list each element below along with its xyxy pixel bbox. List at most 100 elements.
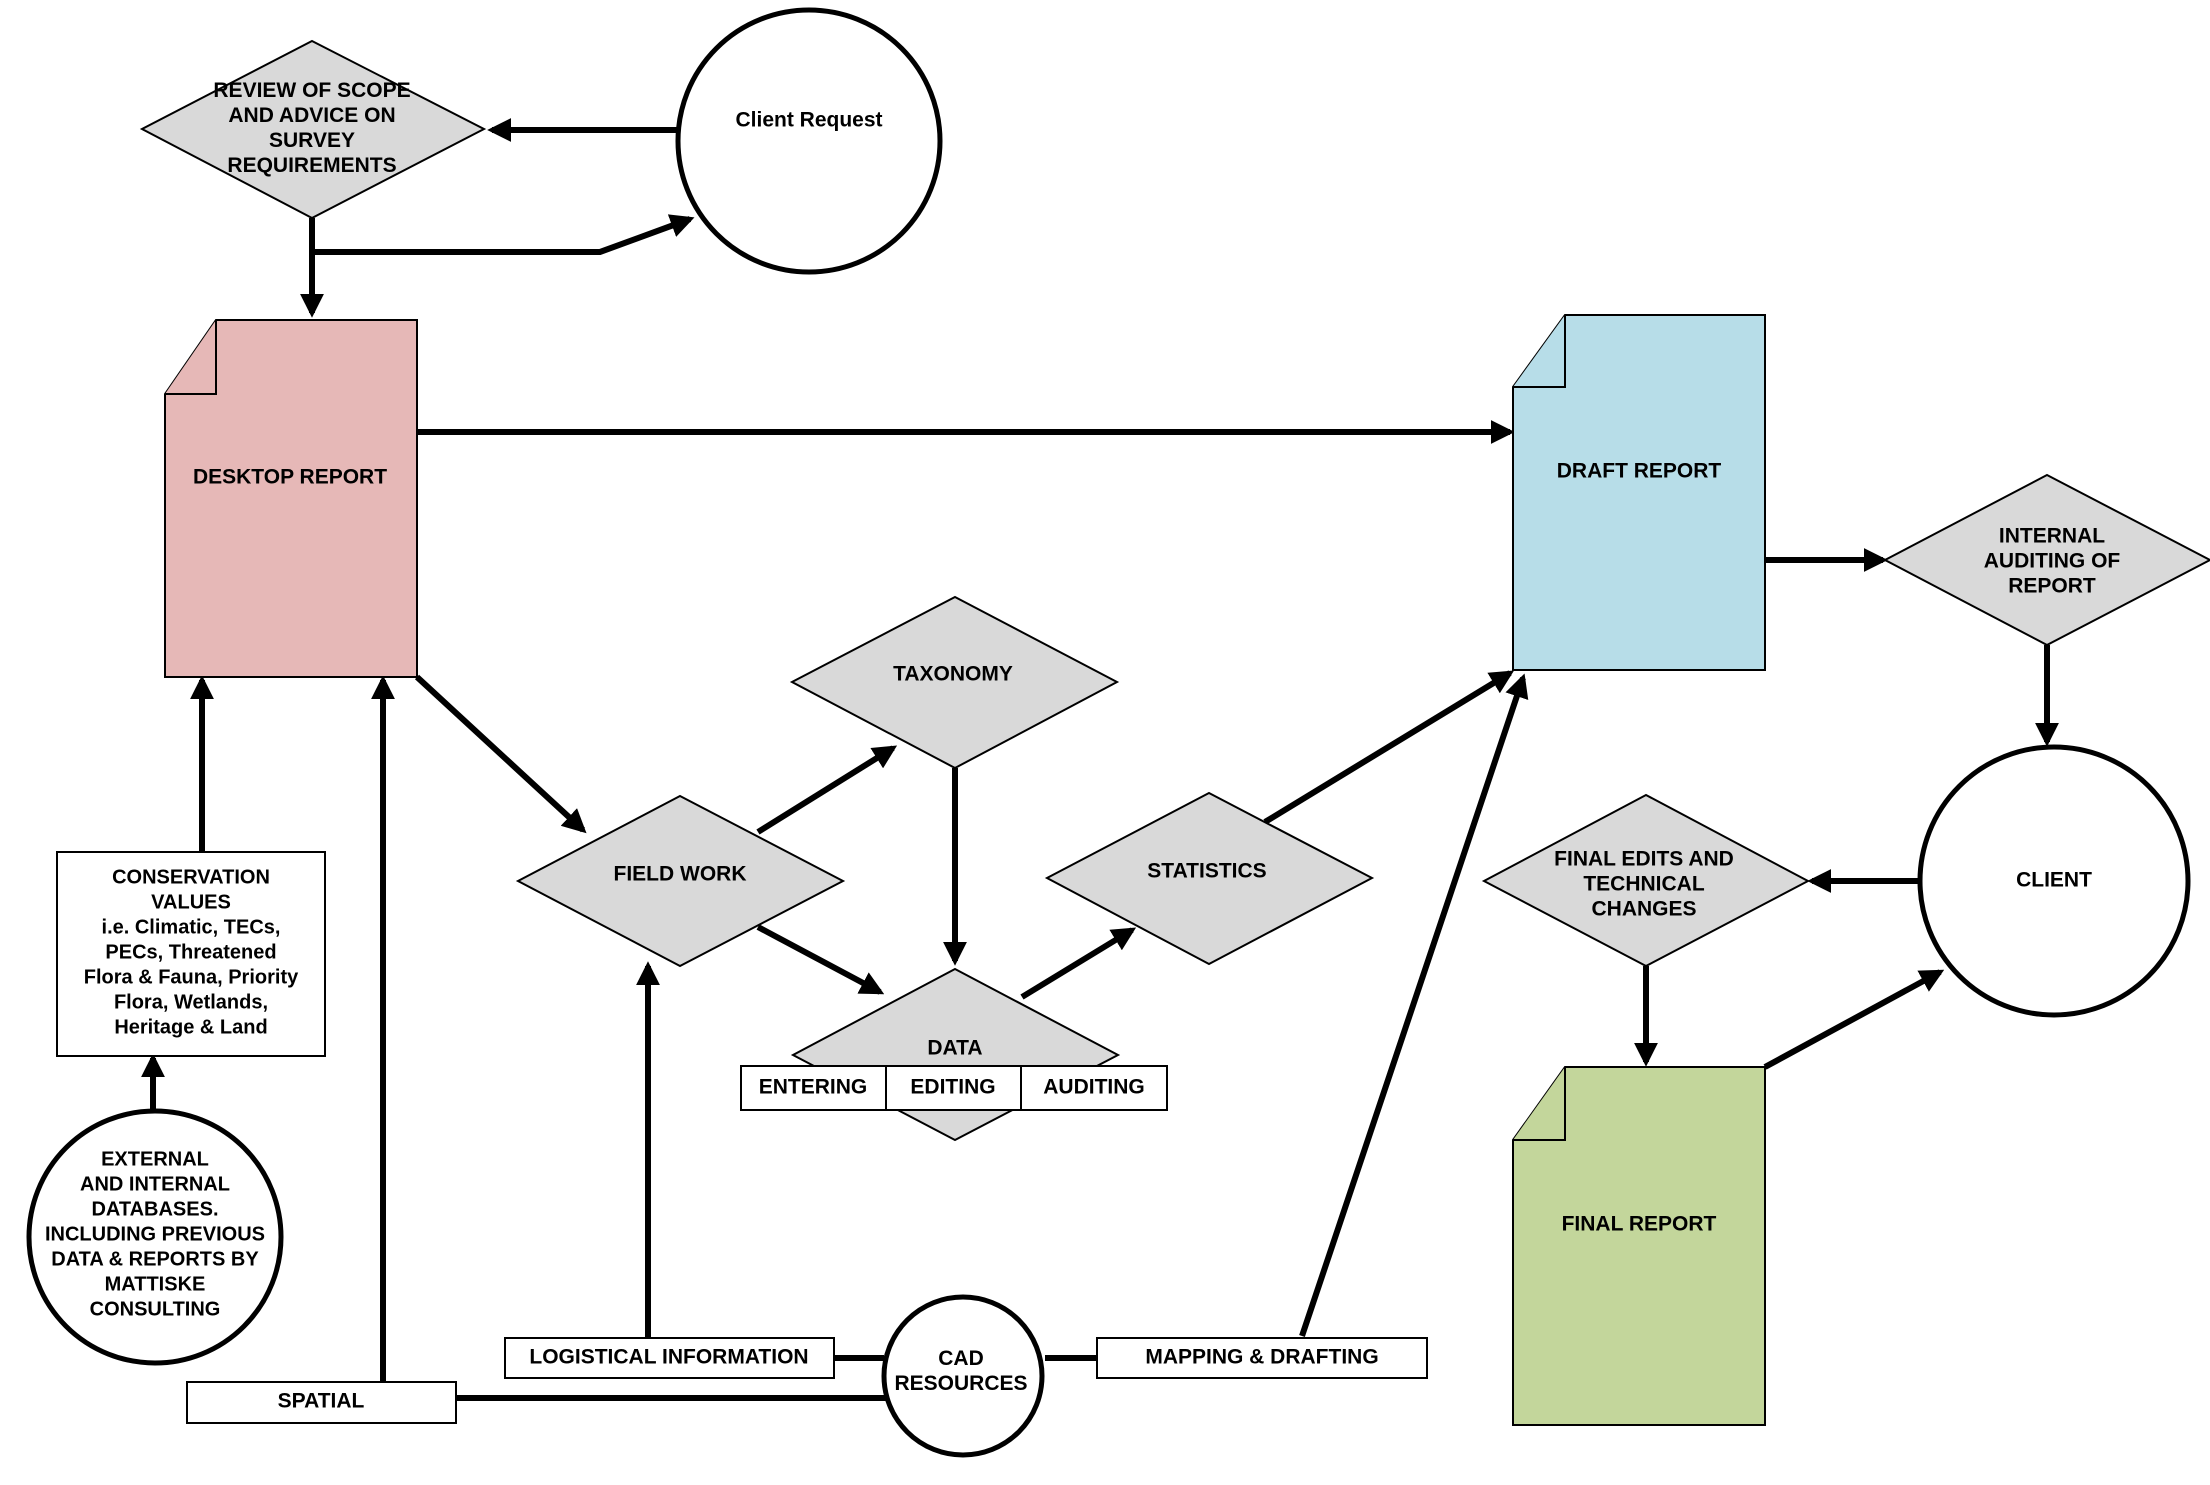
statistics-node: STATISTICS — [1044, 791, 1375, 966]
label-line: TECHNICAL — [1583, 873, 1704, 896]
final-report-node: FINAL REPORT — [1512, 1066, 1766, 1426]
label-line: EDITING — [910, 1076, 995, 1099]
arrow-mapping-to-draft-report — [1299, 673, 1529, 1337]
client-circle — [1917, 744, 2191, 1018]
label-line: STATISTICS — [1147, 860, 1266, 883]
final-edits-diamond — [1481, 793, 1811, 968]
label-line: SURVEY — [269, 129, 355, 152]
final-report-fold-icon — [1513, 1067, 1566, 1141]
data-editing-label: EDITING — [910, 1076, 995, 1099]
spatial-label: SPATIAL — [278, 1390, 365, 1413]
conservation-values-node: CONSERVATION VALUES i.e. Climatic, TECs, PE… — [56, 851, 326, 1057]
mapping-drafting-node: MAPPING & DRAFTING — [1096, 1337, 1428, 1379]
label-line: AND INTERNAL — [80, 1173, 230, 1195]
conservation-values-label: CONSERVATION VALUES i.e. Climatic, TECs, PE… — [84, 866, 299, 1038]
label-line: i.e. Climatic, TECs, — [102, 916, 281, 938]
desktop-report-node: DESKTOP REPORT — [164, 319, 418, 678]
mapping-drafting-label: MAPPING & DRAFTING — [1145, 1346, 1378, 1369]
label-line: AND ADVICE ON — [228, 104, 395, 127]
label-line: REPORT — [2008, 575, 2096, 598]
data-entering-box — [740, 1065, 887, 1111]
statistics-diamond — [1044, 791, 1375, 966]
draft-report-label: DRAFT REPORT — [1557, 460, 1722, 483]
label-line: PECs, Threatened — [105, 941, 276, 963]
draft-report-document — [1512, 314, 1766, 671]
draft-report-fold-icon — [1513, 315, 1566, 388]
conservation-values-box — [56, 851, 326, 1057]
taxonomy-label: TAXONOMY — [893, 663, 1013, 686]
arrow-field-work-to-taxonomy — [756, 745, 898, 835]
label-line: DATA & REPORTS BY — [51, 1248, 259, 1270]
label-line: VALUES — [151, 891, 231, 913]
desktop-report-label: DESKTOP REPORT — [193, 466, 387, 489]
label-line: TAXONOMY — [893, 663, 1013, 686]
field-work-label: FIELD WORK — [614, 863, 747, 886]
data-editing-box — [885, 1065, 1022, 1111]
label-line: FINAL EDITS AND — [1554, 848, 1734, 871]
label-line: RESOURCES — [894, 1372, 1027, 1395]
field-work-diamond — [515, 794, 846, 968]
final-report-document — [1512, 1066, 1766, 1426]
arrow-data-to-statistics — [1020, 927, 1137, 1000]
cad-resources-circle — [881, 1294, 1045, 1458]
data-auditing-label: AUDITING — [1043, 1076, 1145, 1099]
label-line: DESKTOP REPORT — [193, 466, 387, 489]
label-line: AUDITING OF — [1984, 550, 2121, 573]
label-line: INCLUDING PREVIOUS — [45, 1223, 265, 1245]
label-line: MATTISKE — [105, 1273, 206, 1295]
label-line: DATA — [927, 1037, 982, 1060]
logistical-information-box — [504, 1337, 835, 1379]
logistical-information-label: LOGISTICAL INFORMATION — [529, 1346, 808, 1369]
logistical-information-node: LOGISTICAL INFORMATION — [504, 1337, 835, 1379]
label-line: INTERNAL — [1999, 525, 2105, 548]
client-request-circle — [675, 7, 943, 275]
databases-circle — [26, 1108, 284, 1366]
label-line: Flora & Fauna, Priority — [84, 966, 299, 988]
label-line: DATABASES. — [91, 1198, 218, 1220]
taxonomy-diamond — [789, 595, 1120, 770]
client-request-node: Client Request — [675, 7, 943, 275]
label-line: ENTERING — [759, 1076, 868, 1099]
label-line: REVIEW OF SCOPE — [213, 79, 410, 102]
mapping-drafting-box — [1096, 1337, 1428, 1379]
data-entering-label: ENTERING — [759, 1076, 868, 1099]
desktop-report-document — [164, 319, 418, 678]
label-line: CHANGES — [1591, 898, 1696, 921]
label-line: DRAFT REPORT — [1557, 460, 1722, 483]
client-request-label: Client Request — [735, 109, 882, 132]
label-line: Flora, Wetlands, — [114, 991, 268, 1013]
arrow-final-report-to-client — [1763, 969, 1945, 1070]
client-label: CLIENT — [2016, 869, 2092, 892]
label-line: Client Request — [735, 109, 882, 132]
label-line: AUDITING — [1043, 1076, 1145, 1099]
data-label: DATA — [927, 1037, 982, 1060]
label-line: FINAL REPORT — [1562, 1213, 1717, 1236]
desktop-report-fold-icon — [165, 320, 217, 395]
statistics-label: STATISTICS — [1147, 860, 1266, 883]
label-line: CLIENT — [2016, 869, 2092, 892]
label-line: CAD — [938, 1347, 984, 1370]
review-scope-diamond — [139, 39, 487, 220]
data-auditing-box — [1020, 1065, 1168, 1111]
data-node: DATA ENTERING EDITING AUDITING — [740, 967, 1168, 1142]
connectors — [141, 118, 2059, 1401]
draft-report-node: DRAFT REPORT — [1512, 314, 1766, 671]
label-line: FIELD WORK — [614, 863, 747, 886]
label-line: REQUIREMENTS — [227, 154, 396, 177]
final-report-label: FINAL REPORT — [1562, 1213, 1717, 1236]
taxonomy-node: TAXONOMY — [789, 595, 1120, 770]
internal-auditing-diamond — [1882, 473, 2210, 647]
label-line: SPATIAL — [278, 1390, 365, 1413]
label-line: CONSULTING — [90, 1298, 221, 1320]
label-line: CONSERVATION — [112, 866, 270, 888]
field-work-node: FIELD WORK — [515, 794, 846, 968]
